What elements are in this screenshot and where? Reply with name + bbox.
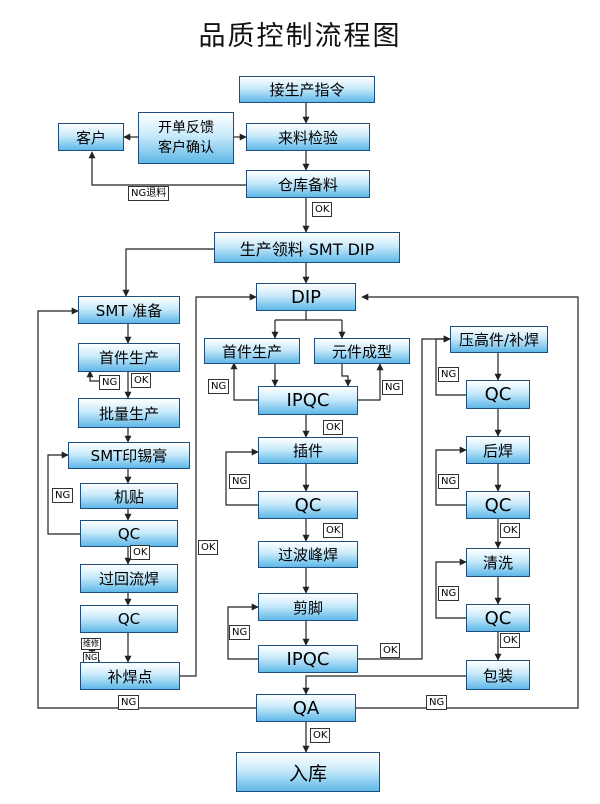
tag-ok-dip-qc: OK <box>323 523 344 538</box>
arrow-ng-return-to-customer <box>88 151 246 186</box>
node-smt-reflow: 过回流焊 <box>80 564 178 593</box>
tag-ng-ipqc-left: NG <box>208 379 230 394</box>
tag-ng-ipqc2: NG <box>229 625 251 640</box>
node-receive-order: 接生产指令 <box>239 76 375 103</box>
arrow-smt-first-ng <box>86 370 100 382</box>
node-post-qc2: QC <box>466 491 530 519</box>
tag-ok-ipqc2: OK <box>380 643 401 658</box>
node-smt-qc2: QC <box>80 605 178 633</box>
arrow-ipqc-ng-left <box>230 362 258 401</box>
tag-ok-touchup: OK <box>198 540 219 555</box>
arrow-qa-ng-to-dip <box>356 293 579 709</box>
arrow-form-to-ipqc <box>341 364 352 387</box>
tag-ng-smt-qc1: NG <box>52 488 74 503</box>
node-warehouse-prep: 仓库备料 <box>246 170 370 198</box>
node-dip-wave: 过波峰焊 <box>258 541 358 568</box>
node-customer: 客户 <box>58 123 124 151</box>
node-dip-qc: QC <box>258 491 358 519</box>
tag-ok-warehouse: OK <box>312 202 333 217</box>
tag-ng-smt-first: NG <box>99 375 121 390</box>
arrow-ipqc-ng-right <box>358 363 384 401</box>
node-dip-insert: 插件 <box>258 437 358 464</box>
node-feedback: 开单反馈 客户确认 <box>138 112 234 164</box>
tag-ok-smt-qc1: OK <box>130 545 151 560</box>
node-post-clean: 清洗 <box>466 548 530 577</box>
node-post-press: 压高件/补焊 <box>450 326 548 353</box>
node-smt-touchup: 补焊点 <box>80 662 180 690</box>
node-dip-trim: 剪脚 <box>258 593 358 621</box>
page-title: 品质控制流程图 <box>198 21 402 52</box>
tag-ng-post-qc1: NG <box>438 367 460 382</box>
node-dip-ipqc1: IPQC <box>258 386 358 415</box>
arrow-smt-touchup-to-dip <box>180 293 257 677</box>
tag-ng-dip-qc: NG <box>229 474 251 489</box>
arrow-smt-qc-ng-loop <box>47 451 80 535</box>
arrow-dip-qc-ng-loop <box>225 448 259 506</box>
node-store: 入库 <box>236 752 380 792</box>
feedback-line-2: 客户确认 <box>158 140 214 156</box>
node-post-qc1: QC <box>466 380 530 409</box>
tag-ng-qa-right: NG <box>426 695 448 710</box>
tag-ng-post-qc3: NG <box>438 586 460 601</box>
tag-ok-smt-first: OK <box>131 373 152 388</box>
feedback-line-1: 开单反馈 <box>158 120 214 136</box>
node-smt-print: SMT印锡膏 <box>68 442 190 469</box>
arrow-ipqc2-ng-loop <box>227 603 259 660</box>
node-material-pick: 生产领料 SMT DIP <box>214 232 400 263</box>
tag-repair: 维修 <box>81 638 101 650</box>
tag-ng-return: NG退料 <box>128 186 170 201</box>
node-smt-qc1: QC <box>80 520 178 547</box>
arrow-dip-split <box>274 311 343 338</box>
node-post-back-solder: 后焊 <box>466 436 530 464</box>
arrow-post-qc2-ng-loop <box>435 446 467 506</box>
node-post-pack: 包装 <box>466 660 530 690</box>
node-dip-ipqc2: IPQC <box>258 645 358 673</box>
arrow-post-qc1-ng-loop <box>435 335 466 396</box>
arrow-post-qc3-ng-loop <box>435 558 467 619</box>
node-qa: QA <box>256 694 356 722</box>
node-smt-batch: 批量生产 <box>78 398 180 428</box>
tag-ng-post-qc2: NG <box>438 474 460 489</box>
node-dip: DIP <box>256 283 356 311</box>
node-dip-first-article: 首件生产 <box>204 338 300 364</box>
tag-ok-qa: OK <box>310 728 331 743</box>
arrow-smt-ng-to-prep <box>37 307 256 709</box>
node-smt-first-article: 首件生产 <box>78 343 180 372</box>
tag-ok-ipqc1: OK <box>323 420 344 435</box>
tag-ng-ipqc-right: NG <box>382 380 404 395</box>
node-dip-component-form: 元件成型 <box>314 338 410 364</box>
arrow-pack-to-qa <box>302 675 466 695</box>
node-smt-prep: SMT 准备 <box>78 296 180 324</box>
node-post-qc3: QC <box>466 604 530 632</box>
tag-ng-qa-left: NG <box>118 695 140 710</box>
arrow-pick-to-smt <box>122 248 214 297</box>
node-smt-mount: 机贴 <box>80 483 178 509</box>
tag-ok-post-qc3: OK <box>500 633 521 648</box>
tag-ok-post-qc2: OK <box>500 523 521 538</box>
node-incoming-inspection: 来料检验 <box>246 123 370 151</box>
